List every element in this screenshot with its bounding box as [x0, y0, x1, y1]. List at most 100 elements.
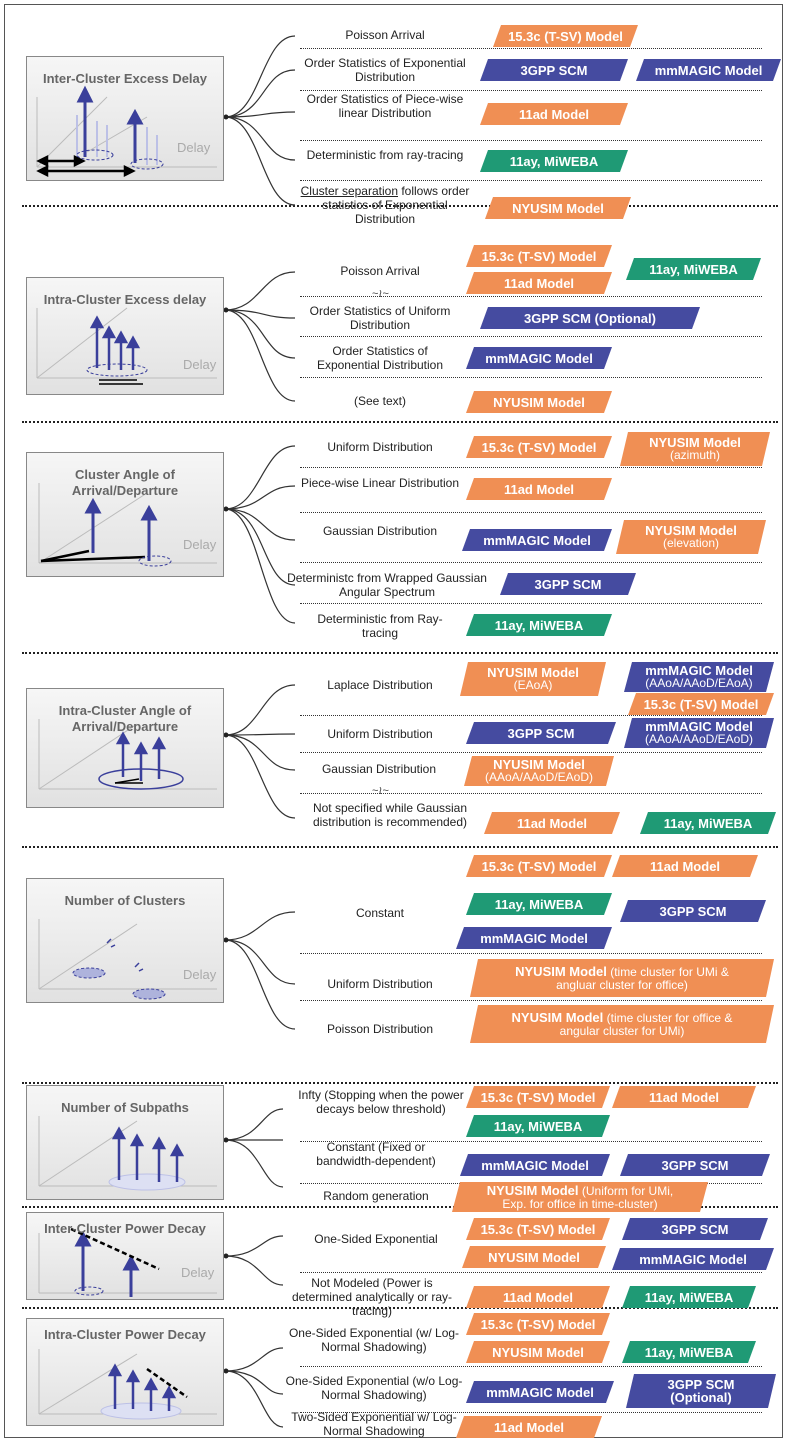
tag-11ay: 11ay, MiWEBA — [622, 1341, 756, 1363]
svg-text:Delay: Delay — [183, 537, 217, 552]
svg-text:Delay: Delay — [183, 357, 217, 372]
delay-sketch: Delay — [36, 85, 217, 178]
row-label: Uniform Distribution — [327, 440, 433, 454]
angle-sketch: Delay — [38, 483, 217, 567]
section-separator — [22, 1206, 778, 1208]
section-separator — [22, 421, 778, 423]
figure-title: Cluster Angle of Arrival/Departure — [71, 467, 179, 498]
row-divider — [300, 90, 762, 91]
tag-mmmagic: mmMAGIC Model — [460, 1154, 610, 1176]
tag-nyusim-elevation: NYUSIM Model(elevation) — [616, 520, 766, 554]
tag-mmmagic: mmMAGIC Model — [456, 927, 612, 949]
section-separator — [22, 846, 778, 848]
section-separator — [22, 1307, 778, 1309]
svg-text:Delay: Delay — [177, 140, 211, 155]
section-separator — [22, 205, 778, 207]
figure-intra-cluster-angle: Intra-Cluster Angle of Arrival/Departure — [26, 688, 224, 808]
tag-3gpp-scm: 3GPP SCM — [500, 573, 636, 595]
row-divider — [300, 953, 762, 954]
row-divider — [300, 1000, 762, 1001]
tag-15-3c: 15.3c (T-SV) Model — [466, 855, 612, 877]
tag-mmmagic: mmMAGIC Model — [466, 1381, 614, 1403]
figure-number-of-subpaths: Number of Subpaths — [26, 1085, 224, 1200]
row-divider — [300, 715, 762, 716]
figure-title: Intra-Cluster Angle of Arrival/Departure — [58, 703, 192, 734]
angle-sketch — [38, 719, 217, 790]
row-divider — [300, 48, 762, 49]
row-label: Order Statistics of Piece-wise linear Di… — [306, 92, 464, 120]
tag-15-3c: 15.3c (T-SV) Model — [628, 693, 774, 715]
break-mark: ~≀~ — [372, 288, 389, 300]
tag-nyusim: NYUSIM Model — [485, 197, 631, 219]
row-divider — [300, 752, 762, 753]
figure-title: Inter-Cluster Excess Delay — [42, 71, 208, 86]
row-label: Poisson Arrival — [340, 264, 420, 278]
tag-nyusim: NYUSIM Model — [462, 1246, 606, 1268]
figure-intra-cluster-excess-delay: Delay Intra-Cluster Excess delay — [26, 277, 224, 395]
figure-title: Intra-Cluster Power Decay — [44, 1327, 206, 1342]
tag-11ad: 11ad Model — [466, 272, 612, 294]
section-separator — [22, 1082, 778, 1084]
tag-11ad: 11ad Model — [466, 1286, 610, 1308]
row-divider — [300, 562, 762, 563]
tag-15-3c: 15.3c (T-SV) Model — [466, 1086, 610, 1108]
tag-11ay: 11ay, MiWEBA — [480, 150, 628, 172]
tag-11ad: 11ad Model — [612, 1086, 756, 1108]
tag-nyusim-eaoa: NYUSIM Model(EAoA) — [460, 662, 606, 696]
row-divider — [300, 336, 762, 337]
row-label: Deterministc from Wrapped Gaussian Angul… — [287, 571, 487, 599]
row-label: Order Statistics of Exponential Distribu… — [304, 56, 466, 84]
figure-title: Inter-Cluster Power Decay — [44, 1221, 206, 1236]
tag-11ad: 11ad Model — [484, 812, 620, 834]
row-label: One-Sided Exponential (w/o Log-Normal Sh… — [285, 1374, 463, 1402]
figure-title: Intra-Cluster Excess delay — [43, 292, 207, 307]
tag-3gpp-scm-optional: 3GPP SCM(Optional) — [626, 1374, 776, 1408]
row-label: Two-Sided Exponential w/ Log-Normal Shad… — [291, 1410, 457, 1438]
power-decay-sketch — [38, 1349, 217, 1420]
delay-sketch: Delay — [36, 307, 217, 385]
figure-frame — [4, 4, 783, 1438]
tag-nyusim-aaoa-aaod-eaod: NYUSIM Model(AAoA/AAoD/EAoD) — [464, 756, 614, 786]
row-label: Gaussian Distribution — [322, 524, 438, 538]
row-label: Piece-wise Linear Distribution — [300, 476, 460, 490]
power-decay-sketch: Delay — [38, 1227, 217, 1297]
row-label: One-Sided Exponential — [314, 1232, 438, 1246]
figure-cluster-angle: Delay Cluster Angle of Arrival/Departure — [26, 452, 224, 577]
tag-11ay: 11ay, MiWEBA — [622, 1286, 756, 1308]
row-divider — [300, 1412, 762, 1413]
break-mark: ~≀~ — [372, 785, 389, 797]
tag-15-3c: 15.3c (T-SV) Model — [493, 25, 638, 47]
tag-nyusim-time-cluster: NYUSIM Model (time cluster for UMi &angl… — [470, 959, 774, 997]
row-divider — [300, 467, 762, 468]
tag-3gpp-scm: 3GPP SCM — [620, 1154, 770, 1176]
tag-15-3c: 15.3c (T-SV) Model — [466, 436, 612, 458]
row-label: Order Statistics of Uniform Distribution — [309, 304, 451, 332]
tag-nyusim-time-cluster: NYUSIM Model (time cluster for office &a… — [470, 1005, 774, 1043]
row-label: Infty (Stopping when the power decays be… — [298, 1088, 464, 1116]
row-label: Gaussian Distribution — [321, 762, 437, 776]
tag-11ad: 11ad Model — [612, 855, 758, 877]
tag-11ay: 11ay, MiWEBA — [466, 893, 612, 915]
figure-number-of-clusters: Delay Number of Clusters — [26, 878, 224, 1003]
subpaths-sketch — [38, 1116, 217, 1191]
row-label: Laplace Distribution — [327, 678, 433, 692]
tag-mmmagic-aaoa-aaod-eaoa: mmMAGIC Model(AAoA/AAoD/EAoA) — [624, 662, 774, 692]
tag-3gpp-scm: 3GPP SCM — [620, 900, 766, 922]
row-label: Deterministic from Ray-tracing — [317, 612, 443, 640]
tag-11ay: 11ay, MiWEBA — [640, 812, 776, 834]
row-label: Order Statistics of Exponential Distribu… — [316, 344, 444, 372]
tag-3gpp-scm: 3GPP SCM — [480, 59, 628, 81]
row-divider — [300, 1366, 762, 1367]
row-divider — [300, 140, 762, 141]
tag-3gpp-scm: 3GPP SCM — [622, 1218, 768, 1240]
figure-title: Number of Subpaths — [61, 1100, 189, 1115]
tag-11ad: 11ad Model — [456, 1416, 602, 1438]
tag-mmmagic: mmMAGIC Model — [466, 347, 612, 369]
row-label: Uniform Distribution — [327, 727, 433, 741]
row-label: Poisson Arrival — [345, 28, 425, 42]
row-divider — [300, 512, 762, 513]
tag-nyusim-uniform: NYUSIM Model (Uniform for UMi,Exp. for o… — [452, 1182, 708, 1212]
figure-inter-cluster-excess-delay: Delay Inter-Cluster Excess Delay — [26, 56, 224, 181]
clusters-sketch: Delay — [38, 919, 217, 1000]
